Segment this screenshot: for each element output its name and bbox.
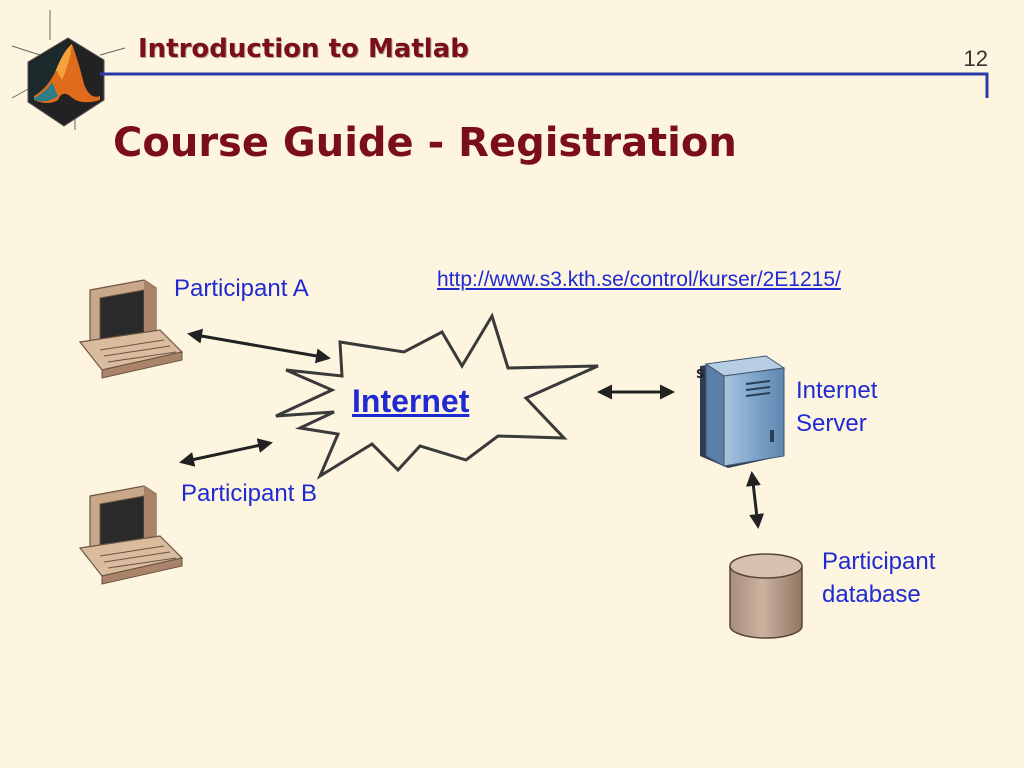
computer-icon-participant-b: [78, 485, 184, 585]
participant-b-label: Participant B: [181, 480, 318, 507]
arrow-server-database: [745, 471, 765, 529]
presentation-title: Introduction to Matlab: [138, 34, 469, 64]
server-badge: S: [696, 367, 705, 381]
internet-server-label: Internet Server: [796, 374, 877, 440]
participant-database-label: Participant database: [822, 545, 935, 611]
matlab-logo-icon: [11, 10, 126, 130]
slide-title: Course Guide - Registration: [113, 120, 737, 166]
internet-label: Internet: [352, 383, 470, 419]
internet-server-label-line2: Server: [796, 410, 867, 437]
database-icon: [729, 553, 803, 639]
computer-icon-participant-a: [78, 279, 184, 379]
participant-database-label-line2: database: [822, 581, 921, 608]
arrow-a-internet: [187, 328, 331, 364]
server-icon: S: [696, 355, 786, 468]
course-url-link[interactable]: http://www.s3.kth.se/control/kurser/2E12…: [437, 268, 841, 291]
participant-database-label-line1: Participant: [822, 548, 936, 575]
arrow-b-internet: [179, 438, 273, 467]
slide-number: 12: [963, 46, 988, 71]
header-rule: [100, 72, 989, 98]
internet-server-label-line1: Internet: [796, 377, 878, 404]
internet-cloud-shape: [275, 312, 599, 480]
participant-a-label: Participant A: [174, 275, 309, 302]
